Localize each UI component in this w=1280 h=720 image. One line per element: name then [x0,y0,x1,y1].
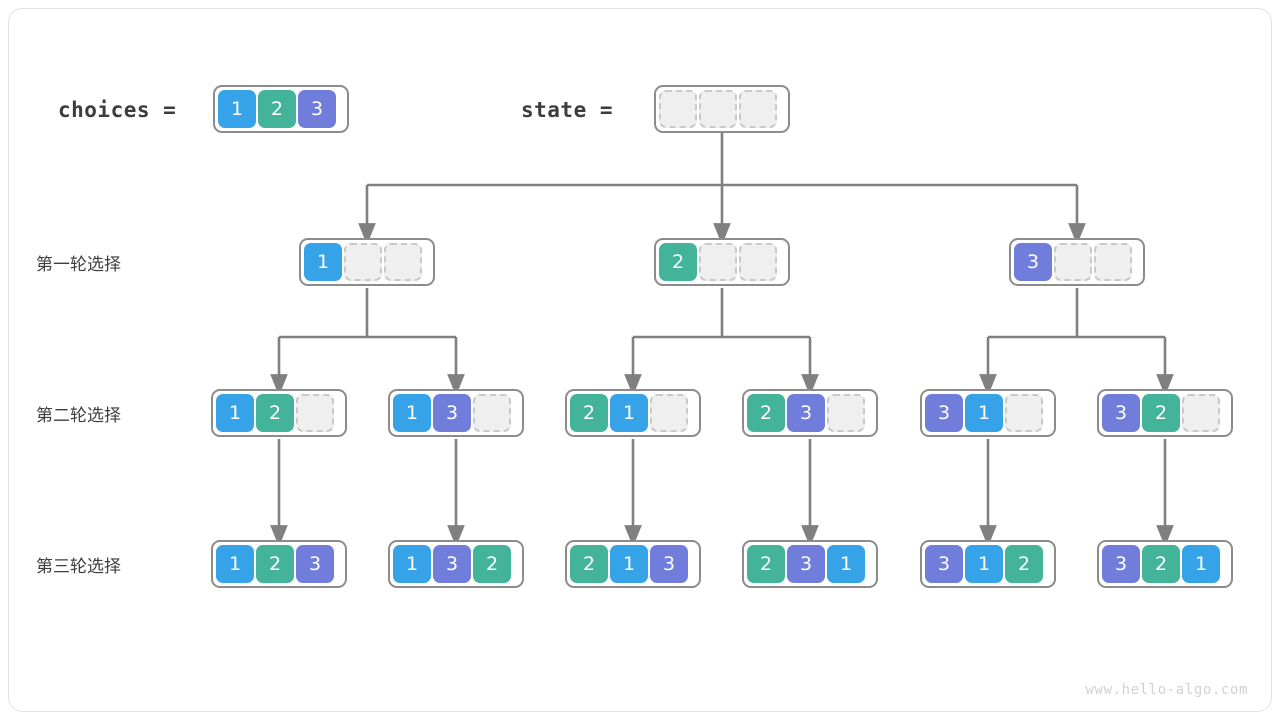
node-r2-2: 2 1 [565,389,701,437]
node-r2-3: 2 3 [742,389,878,437]
cell-empty [1054,243,1092,281]
node-r3-5: 3 2 1 [1097,540,1233,588]
cell: 2 [659,243,697,281]
node-r2-5: 3 2 [1097,389,1233,437]
cell: 3 [433,545,471,583]
cell: 1 [393,394,431,432]
cell: 1 [610,545,648,583]
state-label: state = [521,98,614,122]
cell: 3 [296,545,334,583]
cell: 2 [473,545,511,583]
cell: 1 [610,394,648,432]
cell: 2 [570,545,608,583]
cell: 3 [650,545,688,583]
node-r3-0: 1 2 3 [211,540,347,588]
node-r2-4: 3 1 [920,389,1056,437]
cell-empty [473,394,511,432]
cell-empty [739,243,777,281]
state-array [654,85,790,133]
cell-empty [384,243,422,281]
cell: 1 [1182,545,1220,583]
node-r3-2: 2 1 3 [565,540,701,588]
cell-empty [344,243,382,281]
cell-empty [1005,394,1043,432]
cell: 2 [1142,394,1180,432]
choices-cell-2: 3 [298,90,336,128]
node-r3-3: 2 3 1 [742,540,878,588]
cell: 2 [256,545,294,583]
row-label-round-1: 第一轮选择 [36,255,121,275]
node-r2-0: 1 2 [211,389,347,437]
cell: 3 [433,394,471,432]
watermark: www.hello-algo.com [1085,682,1248,698]
cell: 3 [787,394,825,432]
cell-empty [650,394,688,432]
row-label-round-3: 第三轮选择 [36,557,121,577]
cell-empty [699,243,737,281]
cell: 2 [747,545,785,583]
choices-cell-0: 1 [218,90,256,128]
cell: 3 [1102,394,1140,432]
node-r1-1: 2 [654,238,790,286]
node-r1-0: 1 [299,238,435,286]
node-r3-4: 3 1 2 [920,540,1056,588]
node-r3-1: 1 3 2 [388,540,524,588]
state-cell-2 [739,90,777,128]
cell: 1 [216,394,254,432]
cell: 1 [965,394,1003,432]
cell: 2 [1005,545,1043,583]
row-label-round-2: 第二轮选择 [36,406,121,426]
choices-array: 1 2 3 [213,85,349,133]
cell-empty [296,394,334,432]
cell-empty [1094,243,1132,281]
cell: 2 [747,394,785,432]
cell: 2 [256,394,294,432]
cell: 1 [304,243,342,281]
cell: 2 [1142,545,1180,583]
cell: 3 [1014,243,1052,281]
node-r2-1: 1 3 [388,389,524,437]
cell: 1 [827,545,865,583]
cell-empty [827,394,865,432]
cell: 1 [965,545,1003,583]
choices-cell-1: 2 [258,90,296,128]
cell: 3 [925,545,963,583]
cell: 1 [216,545,254,583]
cell: 1 [393,545,431,583]
choices-label: choices = [58,98,177,122]
state-cell-1 [699,90,737,128]
node-r1-2: 3 [1009,238,1145,286]
cell: 3 [925,394,963,432]
cell: 3 [787,545,825,583]
cell: 2 [570,394,608,432]
state-cell-0 [659,90,697,128]
cell-empty [1182,394,1220,432]
cell: 3 [1102,545,1140,583]
